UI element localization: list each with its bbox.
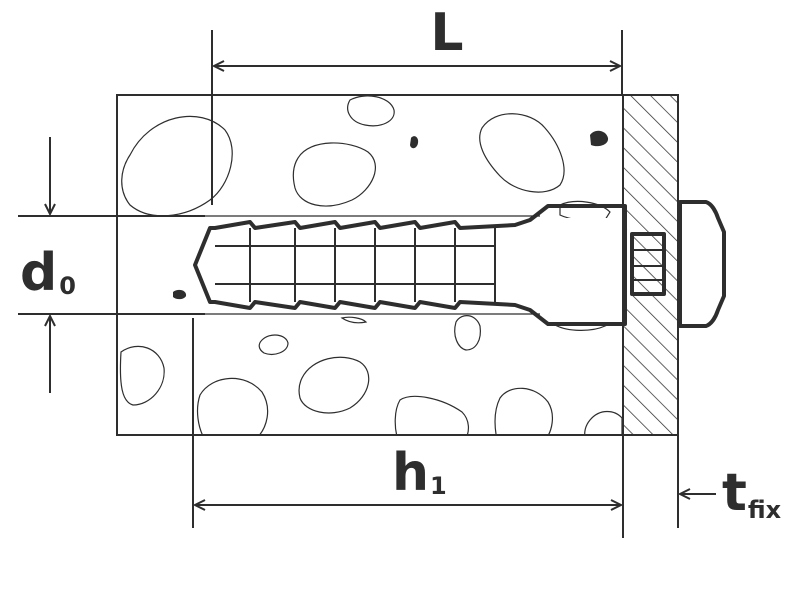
dimension-L: L [211,3,623,205]
aggregate-stone [454,315,481,351]
aggregate-chip [590,130,609,147]
aggregate-stone [119,345,165,406]
wall-plug [193,204,627,326]
plug-body [193,204,627,326]
aggregate-stone [340,316,368,324]
label-d0: d0 [20,243,76,303]
screw-head [678,200,726,328]
dimension-h1: h1 [192,318,624,538]
dimension-tfix: tfix [677,435,782,528]
fixture-clearance-hole [624,230,634,296]
aggregate-stone [121,115,233,217]
screw-shank [630,232,666,296]
aggregate-stones [119,95,623,435]
aggregate-stone [479,113,565,193]
aggregate-chip [173,289,187,300]
label-h1: h1 [392,443,447,503]
aggregate-stone [292,142,377,207]
plug-internal-lines [215,228,496,302]
label-tfix: tfix [722,463,782,524]
aggregate-stone [394,395,469,435]
aggregate-stone [196,377,269,435]
aggregate-stone [258,334,289,355]
aggregate-stone [584,410,623,435]
drill-hole [193,218,623,312]
screw [630,200,726,328]
dimension-d0: d0 [18,137,205,393]
label-L: L [430,3,463,63]
aggregate-stone [347,95,395,127]
aggregate-chip [410,136,419,149]
aggregate-stone [494,387,554,435]
aggregate-stone [298,356,370,414]
